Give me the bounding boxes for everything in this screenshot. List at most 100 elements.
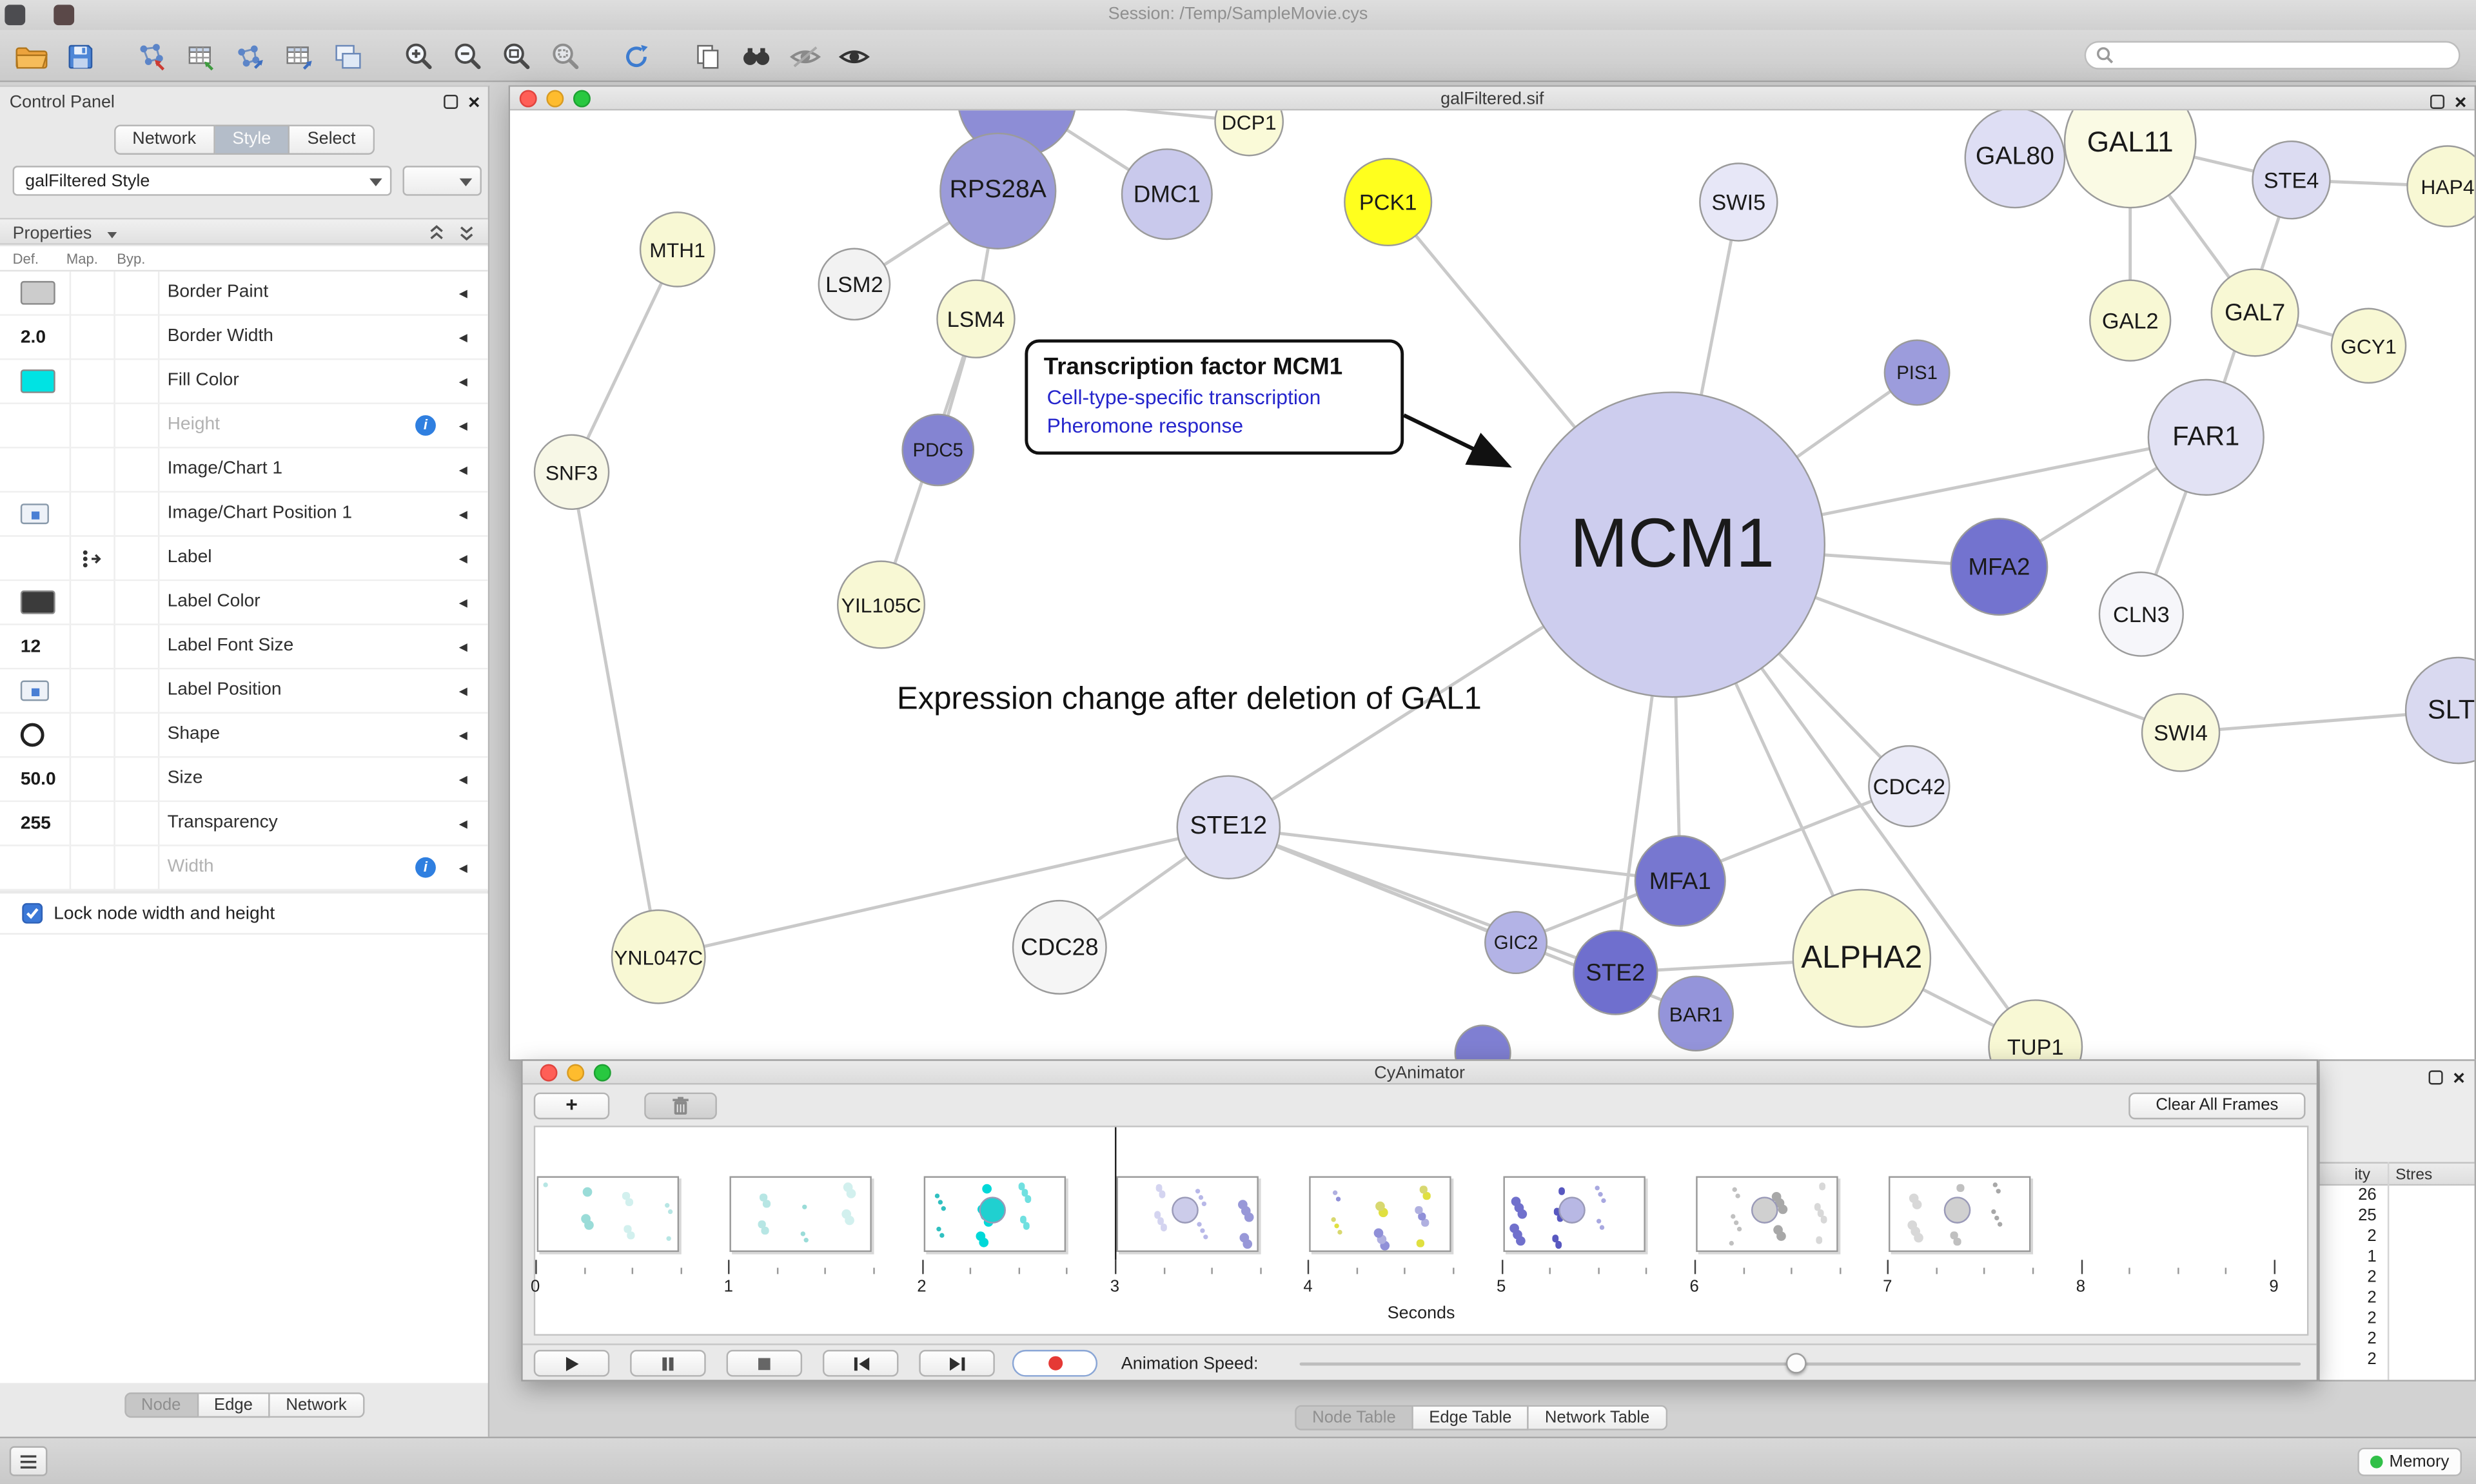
property-row-label-position[interactable]: Label Position◀ (0, 669, 488, 714)
frame-thumbnail-8[interactable] (1889, 1176, 2032, 1253)
cyanimator-titlebar[interactable]: CyAnimator (522, 1060, 2317, 1085)
expand-arrow-icon[interactable]: ◀ (458, 510, 467, 522)
first-neighbors-button[interactable] (731, 35, 780, 77)
record-button[interactable] (1012, 1349, 1098, 1377)
style-selector-dropdown[interactable]: galFiltered Style (12, 166, 392, 196)
minimize-traffic-light[interactable] (546, 90, 564, 108)
float-panel-icon[interactable] (444, 94, 459, 109)
network-node-ynl047c[interactable]: YNL047C (611, 909, 706, 1004)
annotation-link-2[interactable]: Pheromone response (1046, 413, 1244, 438)
network-canvas[interactable]: Transcription factor MCM1 Cell-type-spec… (510, 110, 2475, 1060)
mapping-cell[interactable] (73, 846, 114, 889)
mapping-cell[interactable] (73, 669, 114, 712)
network-manager-button[interactable] (322, 35, 371, 77)
zoom-out-button[interactable] (442, 35, 491, 77)
network-node-gic2[interactable]: GIC2 (1484, 911, 1548, 975)
save-session-button[interactable] (55, 35, 104, 77)
frame-thumbnail-5[interactable] (1309, 1176, 1452, 1253)
mapping-cell[interactable] (73, 360, 114, 402)
expand-arrow-icon[interactable]: ◀ (458, 642, 467, 654)
default-cell[interactable] (21, 404, 71, 447)
property-row-shape[interactable]: Shape◀ (0, 714, 488, 758)
close-traffic-light[interactable] (540, 1064, 558, 1082)
network-node-mfa2[interactable]: MFA2 (1950, 518, 2049, 616)
table-row[interactable]: 25 (2358, 1206, 2377, 1225)
network-node-cln3[interactable]: CLN3 (2098, 571, 2184, 657)
network-node-far1[interactable]: FAR1 (2147, 378, 2265, 496)
table-tab-network-table[interactable]: Network Table (1529, 1405, 1667, 1430)
mapping-cell[interactable] (73, 404, 114, 447)
table-row[interactable]: 2 (2367, 1226, 2377, 1246)
open-session-button[interactable] (6, 35, 55, 77)
hide-selected-button[interactable] (780, 35, 829, 77)
tab-select[interactable]: Select (290, 124, 375, 155)
table-row[interactable]: 2 (2367, 1329, 2377, 1349)
default-cell[interactable]: 50.0 (21, 758, 71, 801)
frame-thumbnail-6[interactable] (1502, 1176, 1645, 1253)
network-edge[interactable] (570, 471, 660, 957)
network-node-hap4[interactable]: HAP4 (2406, 145, 2475, 228)
network-node-gal80[interactable]: GAL80 (1964, 110, 2066, 209)
network-node-gal2[interactable]: GAL2 (2089, 279, 2172, 362)
expand-arrow-icon[interactable]: ◀ (458, 554, 467, 565)
network-edge[interactable] (1228, 825, 1681, 883)
tab-style[interactable]: Style (215, 124, 290, 155)
mapping-icon[interactable] (81, 547, 106, 569)
table-column-1[interactable]: ity (2354, 1166, 2370, 1184)
close-window-icon[interactable]: × (2454, 90, 2467, 114)
collapse-all-icon[interactable] (428, 224, 446, 242)
expand-arrow-icon[interactable]: ◀ (458, 598, 467, 610)
frame-thumbnail-7[interactable] (1696, 1176, 1838, 1253)
network-node-swi4[interactable]: SWI4 (2141, 693, 2221, 772)
search-box[interactable] (2084, 41, 2461, 70)
properties-header[interactable]: Properties (0, 217, 488, 245)
table-row[interactable]: 2 (2367, 1309, 2377, 1328)
frame-thumbnail-3[interactable] (923, 1176, 1066, 1253)
expand-arrow-icon[interactable]: ◀ (458, 730, 467, 743)
network-node-snf3[interactable]: SNF3 (533, 434, 610, 511)
network-node-bar1[interactable]: BAR1 (1658, 975, 1734, 1052)
network-node-ste4[interactable]: STE4 (2252, 140, 2331, 220)
expand-arrow-icon[interactable]: ◀ (458, 333, 467, 344)
zoom-traffic-light[interactable] (593, 1064, 611, 1082)
default-cell[interactable] (21, 449, 71, 491)
property-row-border-paint[interactable]: Border Paint◀ (0, 271, 488, 316)
network-node-swi5[interactable]: SWI5 (1699, 162, 1778, 242)
default-value[interactable]: 2.0 (20, 327, 46, 347)
pause-button[interactable] (630, 1349, 706, 1377)
color-swatch[interactable] (20, 590, 55, 614)
expand-arrow-icon[interactable]: ◀ (458, 775, 467, 786)
expand-all-icon[interactable] (458, 224, 475, 242)
expand-arrow-icon[interactable]: ◀ (458, 863, 467, 875)
network-edge[interactable] (570, 248, 679, 473)
network-node-lsm4[interactable]: LSM4 (936, 279, 1016, 358)
export-table-button[interactable] (273, 35, 322, 77)
mapping-cell[interactable] (73, 714, 114, 756)
network-node-rps28a[interactable]: RPS28A (939, 132, 1057, 249)
default-cell[interactable]: 255 (21, 802, 71, 845)
default-cell[interactable] (21, 846, 71, 889)
mapping-cell[interactable] (73, 537, 114, 580)
show-panels-button[interactable] (9, 1446, 48, 1476)
color-swatch[interactable] (20, 280, 55, 305)
skip-to-start-button[interactable] (822, 1349, 899, 1377)
default-value[interactable]: 12 (20, 637, 41, 656)
expand-arrow-icon[interactable]: ◀ (458, 819, 467, 831)
network-node-alpha2[interactable]: ALPHA2 (1792, 888, 1932, 1028)
show-all-button[interactable] (829, 35, 878, 77)
zoom-in-button[interactable] (393, 35, 442, 77)
skip-to-end-button[interactable] (919, 1349, 995, 1377)
network-node-cdc28[interactable]: CDC28 (1012, 899, 1107, 995)
mapping-cell[interactable] (73, 449, 114, 491)
mapping-cell[interactable] (73, 316, 114, 358)
zoom-fit-button[interactable] (491, 35, 540, 77)
zoom-traffic-light[interactable] (573, 90, 591, 108)
table-row[interactable]: 2 (2367, 1288, 2377, 1307)
close-table-panel-icon[interactable]: × (2453, 1066, 2465, 1089)
position-icon[interactable] (20, 503, 49, 525)
